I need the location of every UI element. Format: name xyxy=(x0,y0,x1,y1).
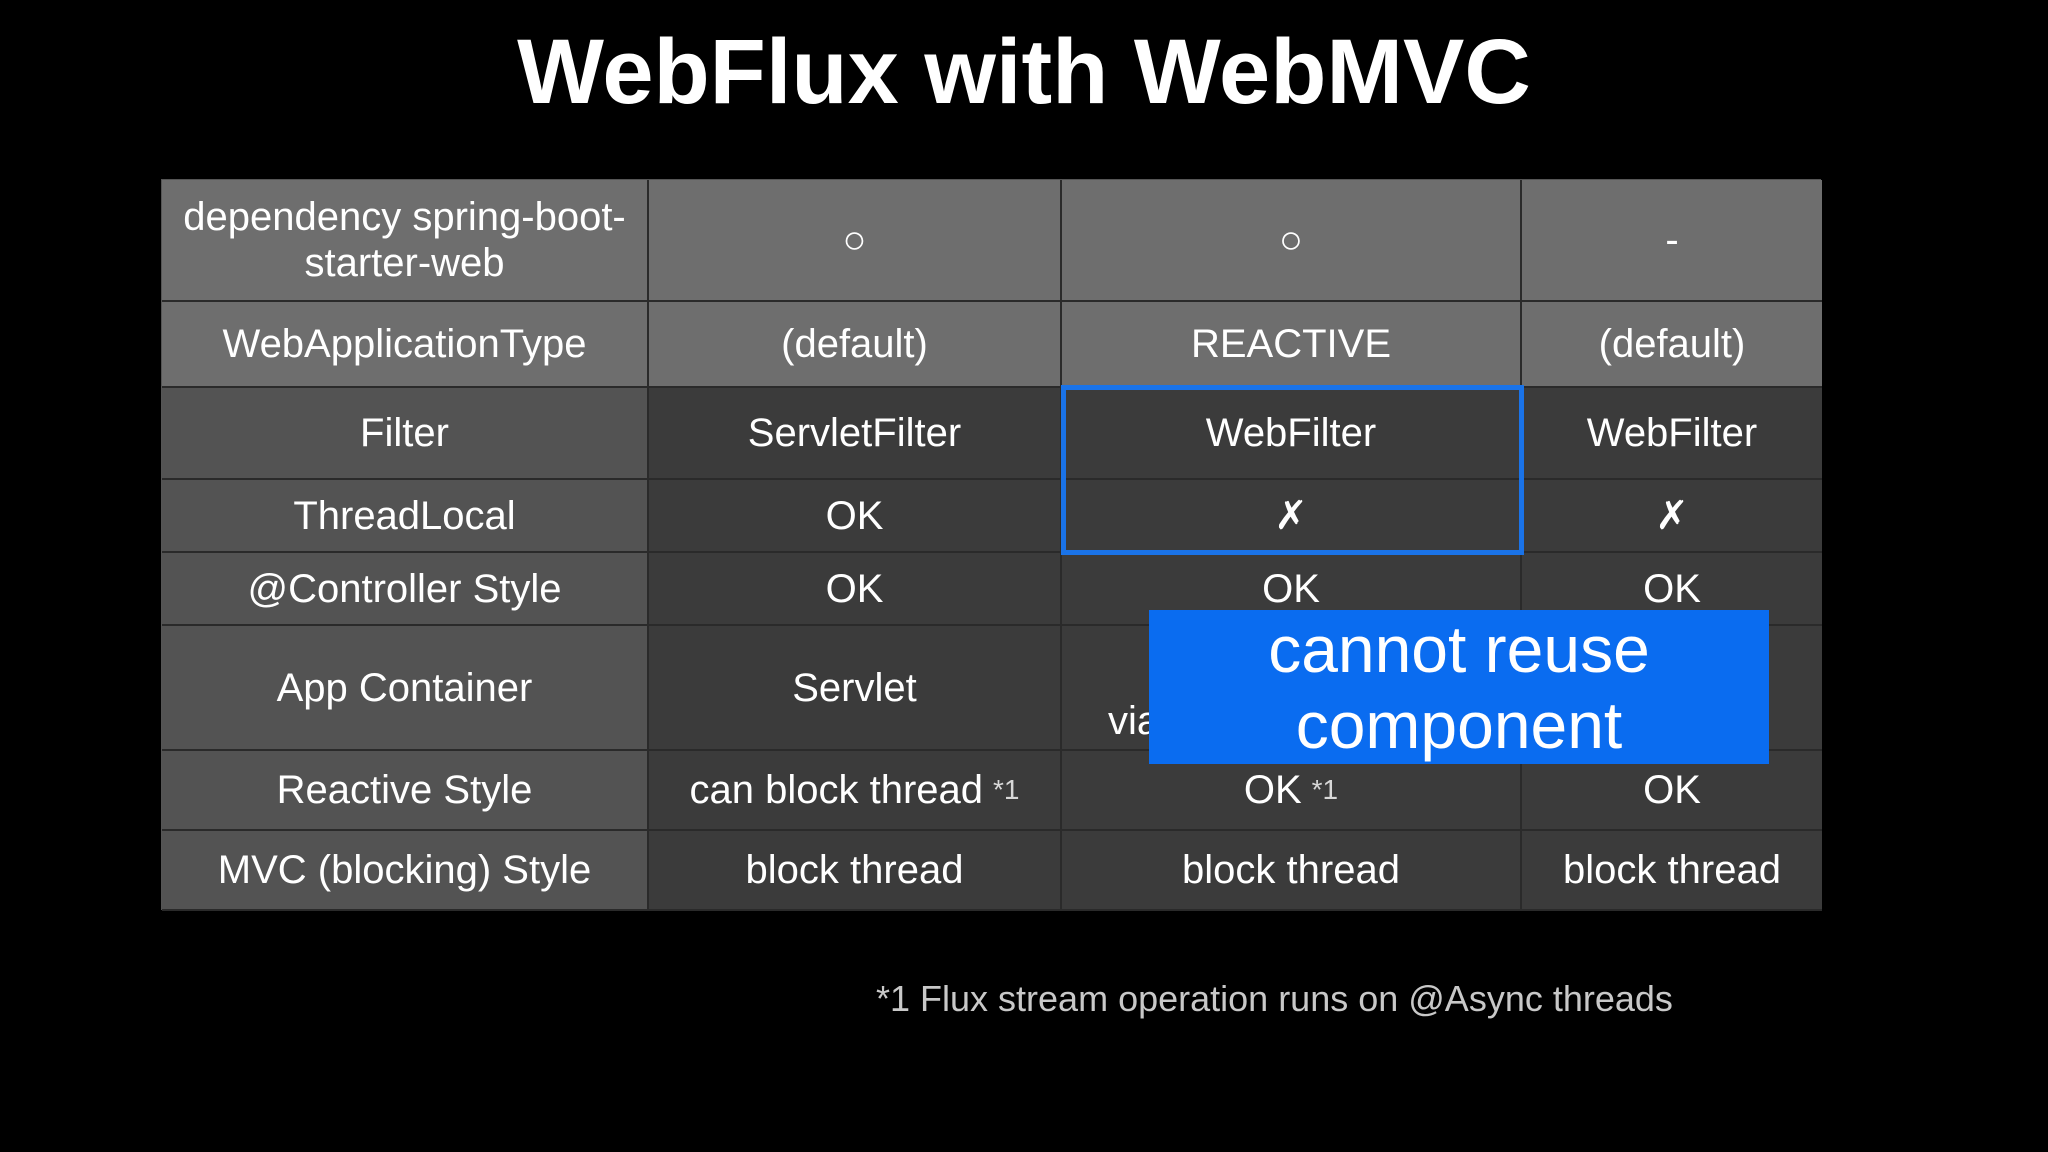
callout-line-2: component xyxy=(1295,688,1623,762)
row-label-webapplicationtype: WebApplicationType xyxy=(162,302,649,388)
cell-reactive-style-col3: OK xyxy=(1522,751,1822,831)
row-label-mvc-style: MVC (blocking) Style xyxy=(162,831,649,911)
cell-reactive-style-col2: OK *1 xyxy=(1062,751,1522,831)
cell-mvc-style-col1: block thread xyxy=(649,831,1062,911)
cell-filter-col3: WebFilter xyxy=(1522,388,1822,480)
cell-webapplicationtype-col2: REACTIVE xyxy=(1062,302,1522,388)
slide-title: WebFlux with WebMVC xyxy=(517,21,1531,123)
footnote-marker: *1 xyxy=(1311,774,1339,805)
cell-reactive-style-col2-text: OK xyxy=(1243,768,1302,812)
row-label-dependency: dependency spring-boot-starter-web xyxy=(162,180,649,302)
cell-webapplicationtype-col1: (default) xyxy=(649,302,1062,388)
cell-app-container-col1: Servlet xyxy=(649,626,1062,751)
cell-reactive-style-col1-text: can block thread xyxy=(689,768,984,812)
callout-line-1: cannot reuse xyxy=(1268,612,1650,686)
cell-mvc-style-col3: block thread xyxy=(1522,831,1822,911)
cell-filter-col2: WebFilter xyxy=(1062,388,1522,480)
cell-dependency-col1: ○ xyxy=(649,180,1062,302)
footnote-marker: *1 xyxy=(993,774,1020,805)
row-label-filter: Filter xyxy=(162,388,649,480)
row-label-app-container: App Container xyxy=(162,626,649,751)
row-label-controller-style: @Controller Style xyxy=(162,553,649,626)
row-label-reactive-style: Reactive Style xyxy=(162,751,649,831)
cell-webapplicationtype-col3: (default) xyxy=(1522,302,1822,388)
cell-dependency-col3: - xyxy=(1522,180,1822,302)
cell-reactive-style-col1: can block thread *1 xyxy=(649,751,1062,831)
comparison-table: dependency spring-boot-starter-web ○ ○ -… xyxy=(161,179,1822,911)
cell-controller-style-col1: OK xyxy=(649,553,1062,626)
cell-filter-col1: ServletFilter xyxy=(649,388,1062,480)
row-label-threadlocal: ThreadLocal xyxy=(162,480,649,553)
cell-threadlocal-col1: OK xyxy=(649,480,1062,553)
cell-dependency-col2: ○ xyxy=(1062,180,1522,302)
highlight-box xyxy=(1061,385,1524,555)
callout-box: cannot reuse component xyxy=(1149,610,1769,764)
cell-mvc-style-col2: block thread xyxy=(1062,831,1522,911)
footnote: *1 Flux stream operation runs on @Async … xyxy=(876,978,1673,1019)
cell-threadlocal-col3: ✗ xyxy=(1522,480,1822,553)
